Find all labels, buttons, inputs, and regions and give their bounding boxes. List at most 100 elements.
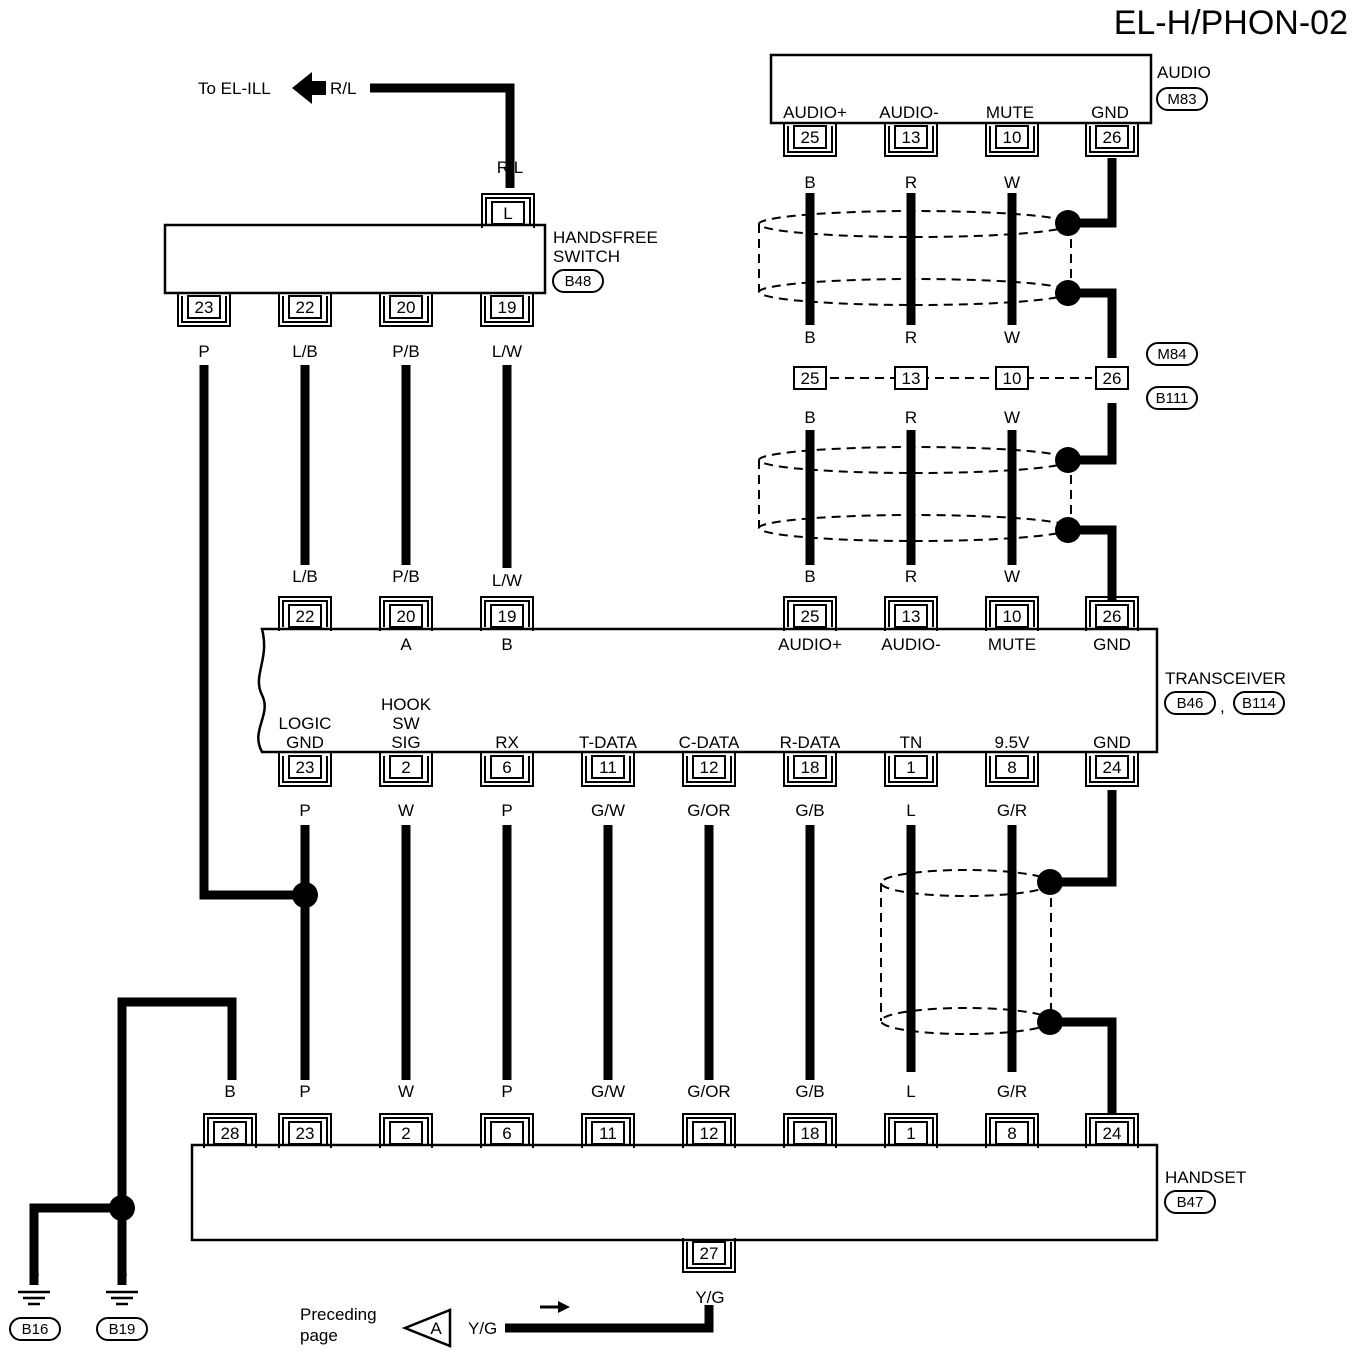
connector-pin: 26 — [1085, 122, 1139, 157]
mid-ref-1: M84 — [1157, 346, 1186, 363]
ground-icon — [106, 1290, 138, 1306]
arrow-shaft — [312, 81, 326, 95]
pin-number: 13 — [902, 128, 921, 147]
audio-signal: AUDIO- — [879, 103, 939, 122]
diagram-title: EL-H/PHON-02 — [1114, 4, 1348, 42]
connector-pin: 25 — [783, 596, 837, 631]
audio-signal: MUTE — [986, 103, 1034, 122]
pin-number: 20 — [397, 298, 416, 317]
connector-pin: 6 — [480, 1113, 534, 1148]
connector-ref-badge — [96, 1317, 148, 1341]
transceiver-box — [257, 627, 1159, 754]
connector-pin: 1 — [884, 1113, 938, 1148]
pin-number: 28 — [221, 1124, 240, 1143]
transceiver-name: TRANSCEIVER — [1165, 669, 1286, 688]
pin-number: 13 — [902, 369, 921, 388]
pin-number: 23 — [195, 298, 214, 317]
transceiver-signal: R-DATA — [780, 733, 841, 752]
ground-wire-label: B — [28, 1263, 39, 1282]
pin-number: 24 — [1103, 1124, 1122, 1143]
transceiver-signal: GND — [1093, 635, 1131, 654]
wire-label: G/OR — [687, 1082, 730, 1101]
pin-number: 22 — [296, 298, 315, 317]
wire-label: P — [198, 342, 209, 361]
wire-label: P — [299, 1082, 310, 1101]
connector-pin: 28 — [203, 1113, 257, 1148]
wire-audio-gnd-2 — [1070, 288, 1117, 358]
pin-number: 24 — [1103, 758, 1122, 777]
pin-number: 12 — [700, 758, 719, 777]
pin-number: 18 — [801, 1124, 820, 1143]
wire-handset-27-yg — [505, 1305, 714, 1333]
connector-pin: 2 — [379, 1113, 433, 1148]
connector-pin: L — [481, 193, 535, 228]
wire-label: R/L — [497, 158, 523, 177]
connector-pin: 1 — [884, 752, 938, 787]
splice-dot — [1037, 1009, 1063, 1035]
wire-label: Y/G — [695, 1288, 724, 1307]
audio-unit-box — [769, 53, 1153, 125]
wire-label: G/W — [591, 801, 625, 820]
wire-label: R/L — [330, 79, 356, 98]
pin-number: 26 — [1103, 128, 1122, 147]
wire-handset-28-b — [117, 997, 237, 1285]
splice-dot — [292, 882, 318, 908]
wire-label: G/OR — [687, 801, 730, 820]
handsfree-name-1: HANDSFREE — [553, 228, 658, 247]
transceiver-ref-2: B114 — [1242, 695, 1276, 712]
connector-ref-badge — [1164, 691, 1216, 715]
preceding-label-1: Preceding — [300, 1305, 377, 1324]
audio-signal: AUDIO+ — [783, 103, 847, 122]
connector-pin: 6 — [480, 752, 534, 787]
connector-ref-badge — [9, 1317, 61, 1341]
page-connector-marker: A — [430, 1319, 442, 1338]
splice-dot — [1055, 517, 1081, 543]
connector-pin: 18 — [783, 1113, 837, 1148]
pin-number: 18 — [801, 758, 820, 777]
connector-pin: 26 — [1095, 366, 1129, 390]
preceding-label-2: page — [300, 1326, 338, 1345]
wire-handsfree-23-p — [199, 365, 300, 900]
wire-to-el-ill — [370, 83, 515, 188]
wire-gnd-24-a — [1052, 790, 1117, 887]
hook-label-1: HOOK — [381, 695, 432, 714]
wire-label: R — [905, 567, 917, 586]
hook-label-2: SW — [392, 714, 419, 733]
wire-label: B — [804, 567, 815, 586]
transceiver-ref-1: B46 — [1177, 695, 1204, 712]
pin-number: 8 — [1007, 1124, 1016, 1143]
pin-number: 27 — [700, 1244, 719, 1263]
arrow-right-icon — [540, 1301, 570, 1313]
pin-number: 23 — [296, 758, 315, 777]
wire-audio-gnd-4 — [1070, 525, 1117, 600]
wire-label: Y/G — [468, 1319, 497, 1338]
wire-label: W — [398, 801, 414, 820]
connector-pin: 8 — [985, 752, 1039, 787]
wire-label: W — [398, 1082, 414, 1101]
pin-number: 19 — [498, 607, 517, 626]
handsfree-name-2: SWITCH — [553, 247, 620, 266]
splice-dot — [1055, 447, 1081, 473]
connector-pin: 20 — [379, 596, 433, 631]
wire-label: B — [804, 328, 815, 347]
pin-number: 11 — [599, 758, 617, 777]
wire-gnd-24-b — [1052, 1017, 1117, 1115]
transceiver-signal: 9.5V — [995, 733, 1031, 752]
handset-bottom-pin: 27 — [682, 1238, 736, 1273]
connector-pin: 12 — [682, 752, 736, 787]
connector-pin: 12 — [682, 1113, 736, 1148]
wire-label: W — [1004, 567, 1020, 586]
ground-icon — [18, 1290, 50, 1306]
pin-number: 6 — [502, 1124, 511, 1143]
pin-number: 20 — [397, 607, 416, 626]
wire-label: P — [501, 1082, 512, 1101]
connector-ref-badge — [1146, 386, 1198, 410]
wire-label: L/W — [492, 571, 522, 590]
pin-number: 22 — [296, 607, 315, 626]
connector-pin: 27 — [682, 1238, 736, 1273]
wire-label: L/B — [292, 567, 318, 586]
connector-pin: 13 — [894, 366, 928, 390]
transceiver-signal: AUDIO- — [881, 635, 941, 654]
